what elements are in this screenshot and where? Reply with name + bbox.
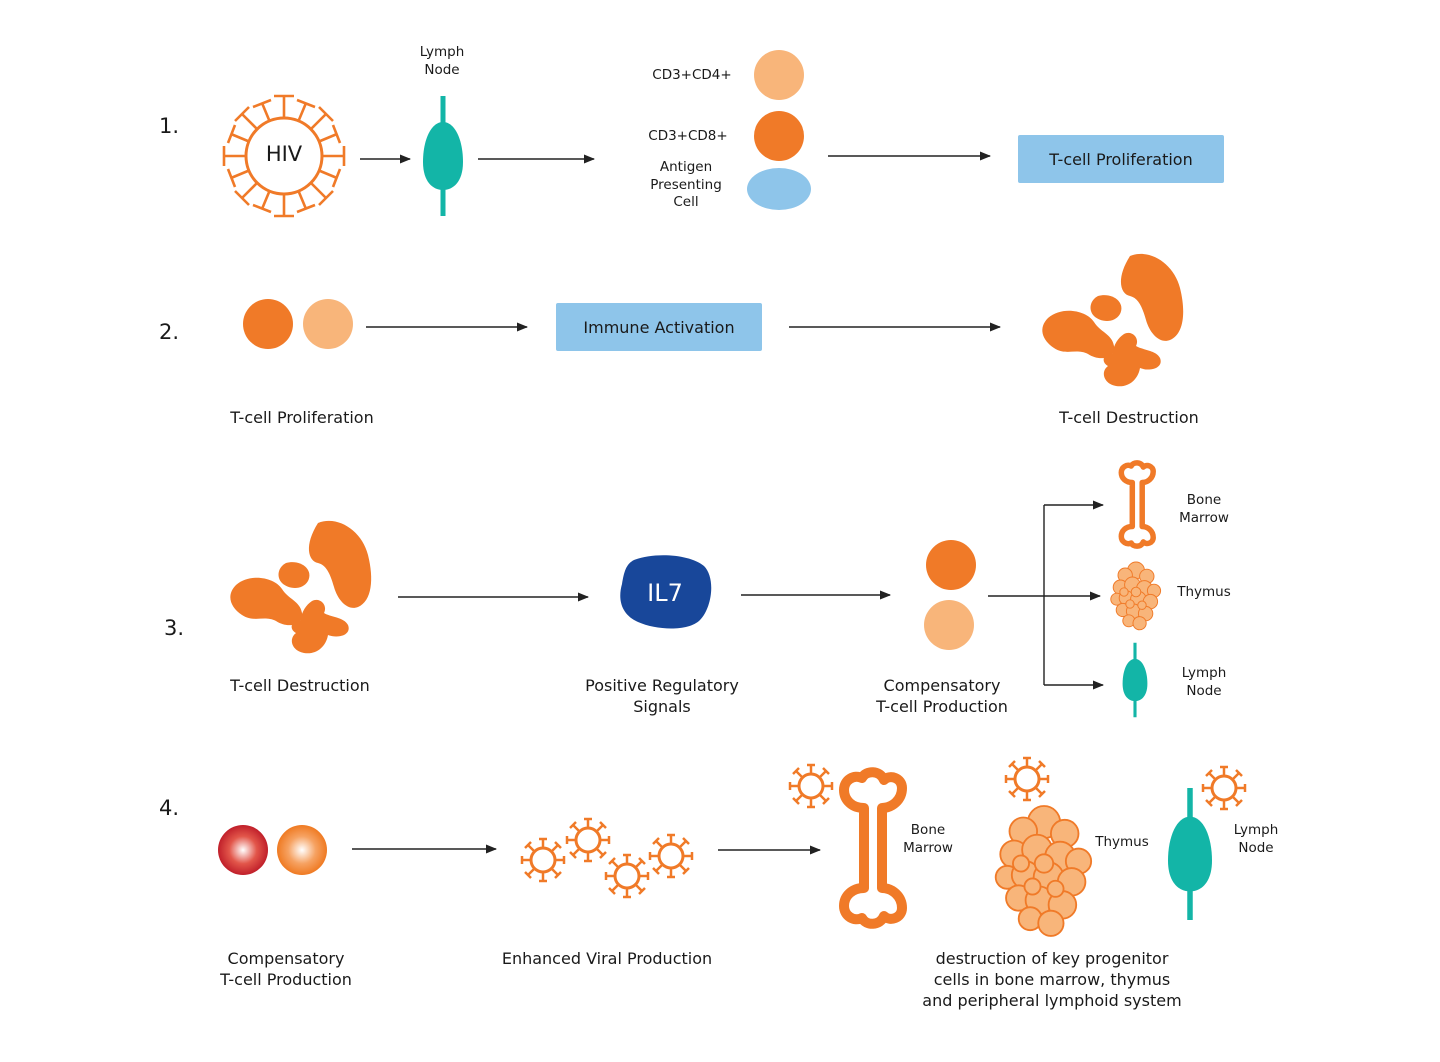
- tcell-proliferation-label: T-cell Proliferation: [230, 408, 374, 427]
- comp-tcell-light: [924, 600, 974, 650]
- lymph-node-icon-large: [1168, 788, 1212, 920]
- step-number-1: 1.: [159, 114, 180, 138]
- il7-text: IL7: [647, 579, 683, 607]
- branch-arrows: [988, 500, 1105, 690]
- tcell-destruction-icon: [1042, 253, 1184, 387]
- lymph-node-label: Lymph Node: [419, 44, 465, 78]
- immune-activation-box: Immune Activation: [556, 303, 762, 351]
- bone-marrow-label-small: Bone Marrow: [1179, 492, 1229, 526]
- enhanced-viral-label: Enhanced Viral Production: [501, 949, 713, 968]
- lymph-node-icon-small: [1121, 641, 1149, 719]
- thymus-label-small: Thymus: [1177, 584, 1231, 600]
- apc-cell: [747, 168, 811, 210]
- cd8-label: CD3+CD8+: [648, 128, 728, 144]
- virus-icon-1: [520, 837, 566, 883]
- tcell-light: [303, 299, 353, 349]
- positive-signals-label: Positive Regulatory Signals: [585, 676, 739, 716]
- thymus-label: Thymus: [1095, 834, 1149, 850]
- thymus-icon: [994, 805, 1093, 937]
- tcell-proliferation-box: T-cell Proliferation: [1018, 135, 1224, 183]
- cd4-label: CD3+CD4+: [652, 67, 732, 83]
- comp-tcell-dark: [926, 540, 976, 590]
- lymph-node-label-small: Lymph Node: [1181, 665, 1227, 699]
- lymph-node-icon: [423, 96, 463, 216]
- hiv-virion-icon: [222, 94, 346, 218]
- compensatory-production-label-2: Compensatory T-cell Production: [220, 949, 352, 989]
- step-number-3: 3.: [164, 616, 185, 640]
- lymph-node-label-large: Lymph Node: [1233, 822, 1279, 856]
- comp-tcell-red: [218, 825, 268, 875]
- hiv-label: HIV: [265, 142, 303, 166]
- tcell-destruction-label: T-cell Destruction: [1059, 408, 1199, 427]
- cd8-cell: [754, 111, 804, 161]
- thymus-icon-small: [1110, 561, 1162, 631]
- tcell-destruction-icon-2: [230, 520, 372, 654]
- virus-icon-lymph: [1201, 765, 1247, 811]
- virus-icon-thymus: [1004, 756, 1050, 802]
- il7-blob: [620, 555, 712, 629]
- tcell-destruction-label-2: T-cell Destruction: [230, 676, 370, 695]
- virus-icon-bone: [788, 763, 834, 809]
- apc-label: Antigen Presenting Cell: [650, 159, 722, 211]
- tcell-dark: [243, 299, 293, 349]
- virus-icon-4: [648, 833, 694, 879]
- cd4-cell: [754, 50, 804, 100]
- comp-tcell-orange: [277, 825, 327, 875]
- virus-icon-3: [604, 853, 650, 899]
- bone-marrow-label: Bone Marrow: [903, 822, 953, 856]
- destruction-result-label: destruction of key progenitor cells in b…: [922, 949, 1182, 1010]
- compensatory-production-label: Compensatory T-cell Production: [876, 676, 1008, 716]
- step-number-4: 4.: [159, 796, 180, 820]
- step-number-2: 2.: [159, 320, 180, 344]
- bone-marrow-icon-small: [1121, 463, 1153, 546]
- virus-icon-2: [565, 817, 611, 863]
